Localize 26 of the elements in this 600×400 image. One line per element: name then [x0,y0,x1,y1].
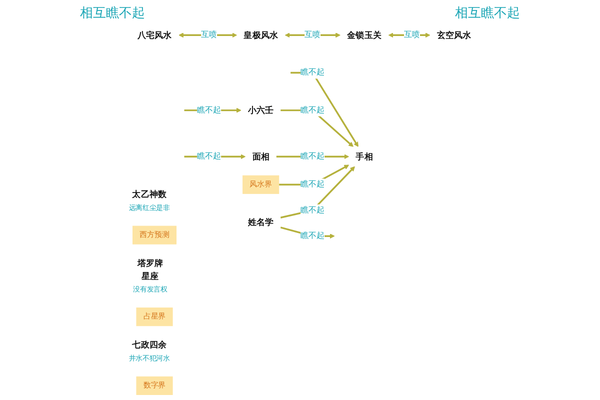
annotation-text: 相互瞧不起 [80,5,145,22]
edge-label: 瞧不起 [197,105,222,115]
edge-label: 互喷 [404,30,420,40]
node-text: 八宅风水 [137,30,172,40]
node-text: 小六壬 [248,105,274,116]
arrow [280,166,356,218]
node-text: 面相 [252,151,270,162]
edge-label: 互喷 [304,30,321,40]
node-text: 太乙神数 [132,188,167,200]
edge-label: 互喷 [201,30,218,40]
edge-label: 瞧不起 [300,180,325,189]
edge-label: 瞧不起 [300,68,325,78]
node-text: 手相 [356,151,373,162]
edge-label: 瞧不起 [197,152,222,161]
node-text: 七政四余 [132,340,167,350]
arrow [290,72,358,147]
edge-label: 瞧不起 [300,231,325,240]
node-text: 塔罗牌 星座 [137,258,164,281]
edge-label: 瞧不起 [300,152,325,161]
node-text: 玄空风水 [436,30,472,40]
edge-label: 瞧不起 [300,206,325,215]
edge-label: 瞧不起 [300,105,325,115]
node-text: 金锁玉关 [347,30,382,40]
node-text: 姓名学 [248,216,274,228]
annotation-text: 相互瞧不起 [455,5,520,22]
node-text: 皇极风水 [244,30,278,40]
